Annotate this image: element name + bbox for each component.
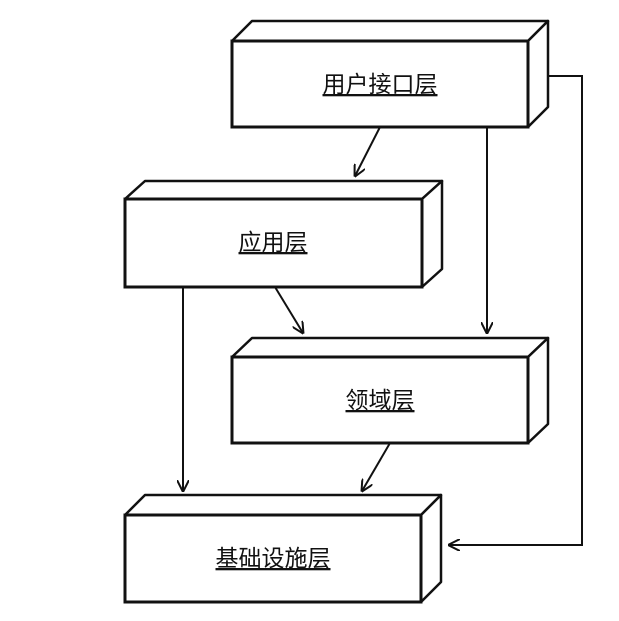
- edge-domain-to-infra: [362, 442, 391, 491]
- box-front-face: [230, 355, 530, 445]
- edges: [183, 75, 583, 545]
- edge-ui-to-infra: [449, 75, 583, 545]
- layer-label-domain: 领域层: [346, 388, 415, 414]
- box-side-face: [526, 336, 550, 445]
- layer-box-infra: 基础设施层: [123, 493, 443, 604]
- layer-box-ui: 用户接口层: [230, 19, 550, 129]
- layer-label-infra: 基础设施层: [216, 546, 331, 572]
- box-top-face: [230, 19, 550, 43]
- layer-box-app: 应用层: [123, 179, 444, 289]
- box-side-face: [419, 493, 443, 604]
- box-front-face: [230, 39, 530, 129]
- edge-ui-to-app: [355, 126, 381, 176]
- box-top-face: [230, 336, 550, 359]
- layer-label-ui: 用户接口层: [323, 72, 438, 98]
- box-top-face: [123, 493, 443, 517]
- box-side-face: [420, 179, 444, 289]
- layer-box-domain: 领域层: [230, 336, 550, 445]
- box-front-face: [123, 197, 424, 289]
- box-side-face: [526, 19, 550, 129]
- layer-label-app: 应用层: [239, 230, 308, 256]
- edge-app-to-domain: [274, 286, 303, 333]
- box-top-face: [123, 179, 444, 201]
- box-front-face: [123, 513, 423, 604]
